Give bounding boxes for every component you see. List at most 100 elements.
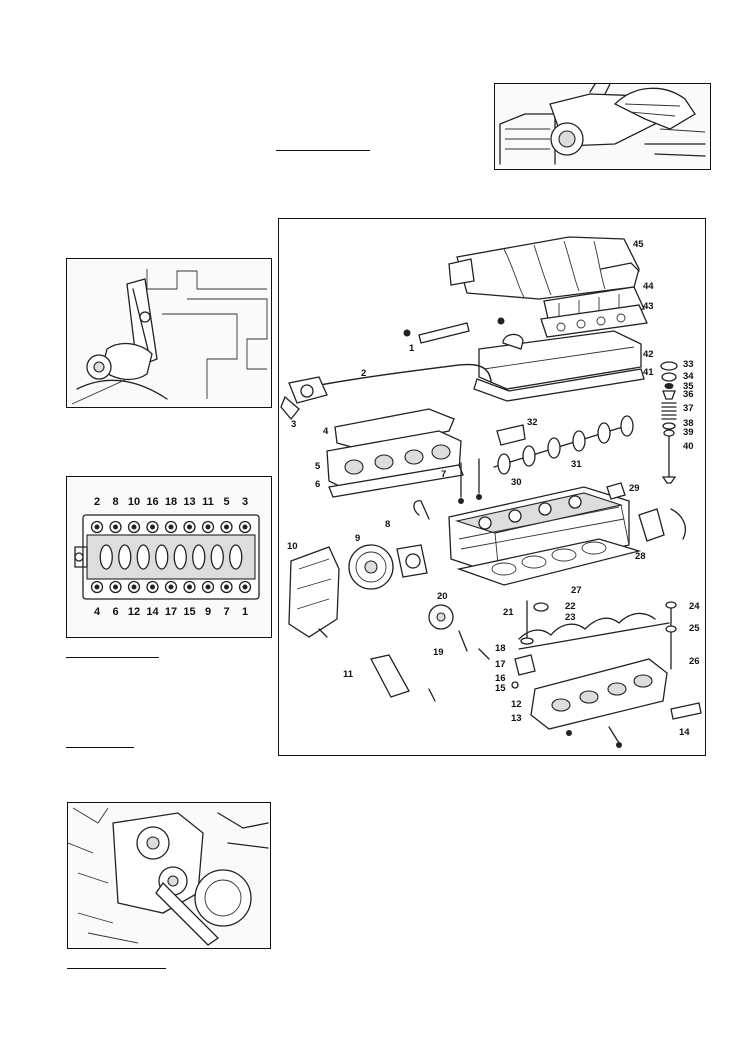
intake-manifold — [448, 236, 645, 324]
callout-25: 25 — [689, 623, 700, 634]
callout-39: 39 — [683, 427, 694, 438]
callout-21: 21 — [503, 607, 514, 618]
timing-cover — [288, 546, 340, 638]
callout-44: 44 — [643, 281, 654, 292]
photo-left-3 — [67, 802, 271, 949]
callout-9: 9 — [355, 533, 360, 544]
head-bolt-center — [150, 524, 155, 530]
cam-lobe — [229, 544, 243, 570]
callout-33: 33 — [683, 359, 694, 370]
head-bolt-center — [187, 524, 192, 530]
callout-3: 3 — [291, 419, 296, 430]
bracket-11 — [370, 654, 410, 698]
head-bolt-center — [113, 584, 118, 590]
sequence-number-top: 13 — [183, 496, 195, 508]
bracket-1 — [418, 322, 470, 344]
engine-closeup-illustration — [495, 84, 710, 169]
exhaust-manifold — [326, 408, 464, 498]
sequence-number-bottom: 9 — [205, 606, 211, 618]
callout-19: 19 — [433, 647, 444, 658]
callout-43: 43 — [643, 301, 654, 312]
callout-1: 1 — [409, 343, 415, 354]
injector-lines — [518, 612, 656, 640]
head-bolt-center — [168, 524, 174, 530]
tensioner-pulley — [428, 604, 454, 630]
head-bolt-center — [131, 584, 137, 590]
callout-24: 24 — [689, 601, 700, 612]
sequence-number-bottom: 17 — [165, 606, 177, 618]
caption-rule-3 — [66, 747, 134, 748]
cam-lobe — [155, 544, 169, 570]
head-bolt-center — [113, 524, 118, 530]
callout-27: 27 — [571, 585, 582, 596]
photo-top-right — [494, 83, 711, 170]
callout-20: 20 — [437, 591, 448, 602]
lower-manifold — [530, 658, 668, 730]
callout-26: 26 — [689, 656, 700, 667]
cam-lobe — [99, 544, 113, 570]
callout-28: 28 — [635, 551, 646, 562]
cylinder-head-exploded-diagram: 1234567891011121314151617181920212223242… — [279, 219, 705, 755]
camshaft — [493, 415, 634, 475]
head-bolt-center — [242, 584, 248, 590]
callout-12: 12 — [511, 699, 522, 710]
tool-on-engine-illustration — [67, 259, 271, 407]
head-bolt-center — [187, 584, 192, 590]
timing-cover-illustration — [68, 803, 270, 948]
sequence-number-top: 18 — [165, 496, 177, 508]
callout-4: 4 — [323, 426, 329, 437]
callout-18: 18 — [495, 643, 506, 654]
cam-lobe — [173, 544, 187, 570]
callout-16: 16 — [495, 673, 506, 684]
cam-lobe — [192, 544, 206, 570]
callout-35: 35 — [683, 381, 694, 392]
sequence-number-top: 2 — [94, 496, 100, 508]
callout-45: 45 — [633, 239, 644, 250]
callout-32: 32 — [527, 417, 538, 428]
callout-34: 34 — [683, 371, 694, 382]
callout-29: 29 — [629, 483, 640, 494]
callout-15: 15 — [495, 683, 506, 694]
callout-6: 6 — [315, 479, 320, 490]
sequence-number-bottom: 7 — [223, 606, 229, 618]
sequence-number-bottom: 1 — [242, 606, 248, 618]
valve-components — [660, 361, 678, 484]
callout-38: 38 — [683, 418, 694, 429]
sequence-number-top: 3 — [242, 496, 248, 508]
callout-41: 41 — [643, 367, 654, 378]
head-bolt-center — [205, 584, 211, 590]
sequence-number-top: 8 — [112, 496, 118, 508]
callout-13: 13 — [511, 713, 522, 724]
camshaft-pulley — [348, 544, 394, 590]
callout-42: 42 — [643, 349, 654, 360]
cam-lobe — [118, 544, 132, 570]
callout-36: 36 — [683, 389, 694, 400]
callout-17: 17 — [495, 659, 506, 670]
sequence-number-bottom: 15 — [183, 606, 195, 618]
callout-14: 14 — [679, 727, 690, 738]
callout-5: 5 — [315, 461, 321, 472]
sequence-number-bottom: 6 — [112, 606, 118, 618]
sequence-number-top: 10 — [128, 496, 140, 508]
callout-2: 2 — [361, 368, 366, 379]
head-bolt-center — [168, 584, 174, 590]
head-bolt-center — [94, 524, 100, 530]
callout-31: 31 — [571, 459, 582, 470]
callout-8: 8 — [385, 519, 390, 530]
head-bolt-center — [242, 524, 248, 530]
callout-23: 23 — [565, 612, 576, 623]
callout-37: 37 — [683, 403, 694, 414]
camshaft-cover — [473, 330, 645, 402]
head-bolt-center — [94, 584, 100, 590]
head-bolt-center — [131, 524, 137, 530]
head-bolt-center — [224, 524, 229, 530]
caption-rule — [276, 150, 370, 151]
callout-11: 11 — [343, 669, 354, 680]
sequence-number-bottom: 14 — [146, 606, 159, 618]
intake-gasket — [540, 304, 648, 338]
sequence-number-top: 11 — [202, 496, 214, 508]
callout-10: 10 — [287, 541, 298, 552]
callout-7: 7 — [441, 469, 446, 480]
